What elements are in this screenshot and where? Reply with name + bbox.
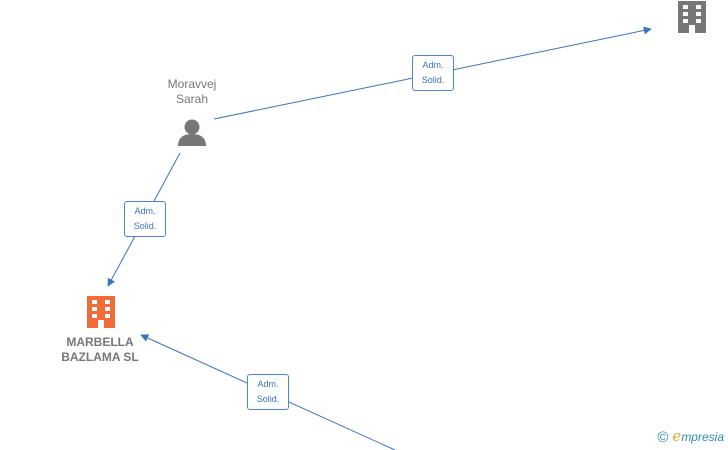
company-name-label[interactable]: MARBELLA BAZLAMA SL bbox=[61, 335, 139, 364]
person-name-label[interactable]: Moravvej Sarah bbox=[167, 77, 217, 106]
copyright-symbol: © bbox=[657, 429, 669, 446]
brand-logo-e: e bbox=[672, 427, 682, 445]
person-icon[interactable] bbox=[178, 119, 206, 147]
edge-label-offscreen-to-marbella: Adm. Solid. bbox=[247, 374, 289, 410]
brand-name: mpresia bbox=[681, 430, 724, 444]
edge-label-person-to-top-company: Adm. Solid. bbox=[412, 55, 454, 91]
building-icon[interactable] bbox=[678, 1, 706, 33]
building-icon[interactable] bbox=[87, 296, 115, 328]
copyright-notice: ©empresia bbox=[657, 427, 724, 446]
edge-label-person-to-marbella: Adm. Solid. bbox=[124, 201, 166, 237]
